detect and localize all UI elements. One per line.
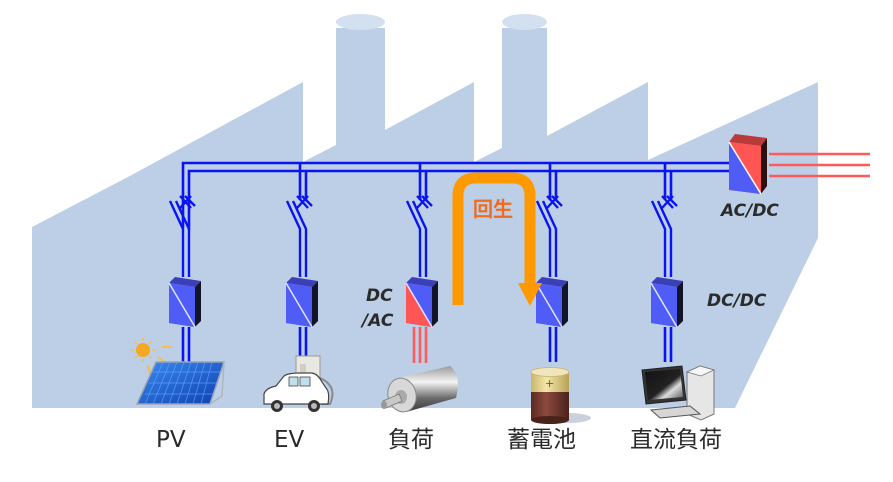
svg-text:+: + (545, 377, 554, 390)
branch-feeder (418, 163, 428, 200)
branch-load (405, 163, 438, 363)
dc-dc-converter-icon[interactable] (535, 277, 568, 328)
sun-icon (131, 338, 172, 375)
label-dc-load: 直流負荷 (630, 427, 722, 453)
label-battery: 蓄電池 (507, 427, 576, 453)
dc-dc-converter-icon[interactable] (650, 277, 683, 328)
regen-label: 回生 (473, 197, 513, 221)
branch-battery (535, 163, 568, 362)
motor-icon (381, 366, 458, 413)
chimney-top-right (502, 14, 547, 30)
computer-icon (641, 365, 716, 421)
regen-arrow-path (452, 172, 536, 305)
device-feed-line (181, 327, 191, 362)
ac-dc-label: AC/DC (719, 201, 779, 221)
battery-icon: + (530, 367, 591, 424)
device-feed-line (412, 327, 428, 363)
dc-dc-converter-icon[interactable] (285, 277, 318, 328)
dc-ac-label-line2: /AC (360, 311, 394, 331)
label-pv: PV (156, 427, 186, 453)
regen-arrowhead-icon (518, 283, 542, 306)
circuit-breaker-icon[interactable] (405, 195, 433, 277)
branch-pv (168, 195, 201, 362)
dc-ac-label-line1: DC (366, 286, 393, 306)
electric-car-icon (263, 355, 334, 412)
solar-panel-icon (131, 338, 226, 405)
grid-ac-lines (769, 152, 870, 178)
branch-dc_load (650, 163, 683, 362)
branch-feeder (548, 163, 558, 200)
dc-dc-converter-icon[interactable] (168, 277, 201, 328)
branch-feeder (663, 163, 673, 200)
regeneration-flow: 回生 (452, 172, 542, 306)
branch-feeder (298, 163, 308, 200)
factory-body (32, 28, 818, 408)
device-feed-line (548, 327, 558, 362)
circuit-breaker-icon[interactable] (168, 195, 196, 277)
branch-ev (285, 163, 318, 362)
factory-building (32, 14, 818, 408)
ac-dc-converter-icon (728, 134, 767, 195)
dc-ac-converter-icon[interactable] (405, 277, 438, 328)
circuit-breaker-icon[interactable] (650, 195, 678, 277)
branches (168, 163, 683, 363)
device-labels: PV EV 負荷 蓄電池 直流負荷 (156, 427, 722, 453)
label-load: 負荷 (388, 427, 434, 453)
circuit-breaker-icon[interactable] (535, 195, 563, 277)
dc-dc-label: DC/DC (707, 291, 767, 311)
device-feed-line (663, 327, 673, 362)
chimney-top-left (336, 14, 385, 30)
circuit-breaker-icon[interactable] (285, 195, 313, 277)
label-ev: EV (274, 427, 305, 453)
grid-converter[interactable]: AC/DC (719, 134, 870, 221)
